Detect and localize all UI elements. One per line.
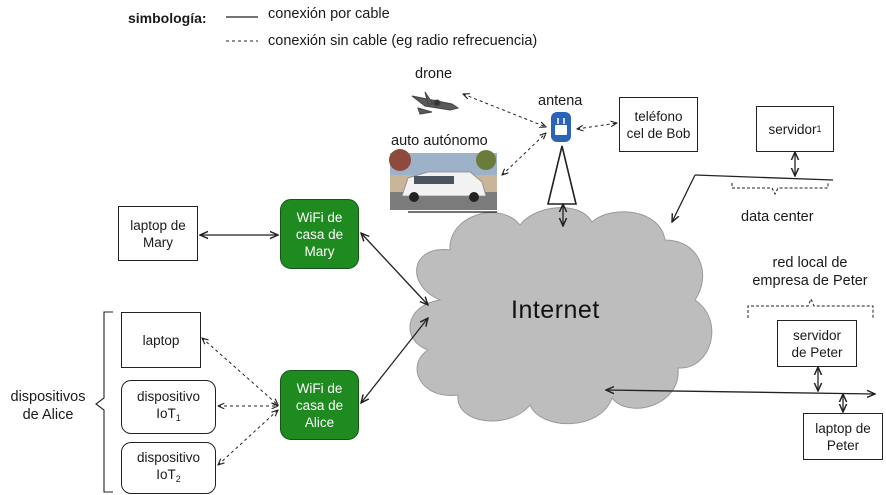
- peter-lan-brace: [747, 297, 874, 318]
- legend-wired-label: conexión por cable: [268, 6, 390, 22]
- auto-label: auto autónomo: [391, 133, 488, 149]
- link-datacenter-internet: [672, 174, 696, 222]
- telefono-bob-box[interactable]: teléfono cel de Bob: [619, 97, 698, 152]
- iot1-label: dispositivo: [136, 388, 201, 404]
- wifi-mary-box[interactable]: WiFi de casa de Mary: [280, 199, 359, 269]
- iot2-iot-text: IoT: [156, 466, 176, 482]
- link-iot2-wifi: [218, 410, 278, 465]
- iot1-subscript: 1: [175, 412, 181, 423]
- antenna-icon: [551, 112, 571, 142]
- legend-title: simbología:: [128, 10, 207, 26]
- link-wifi-alice-internet: [361, 318, 428, 403]
- iot2-sub-label: IoT2: [156, 466, 181, 488]
- antena-label: antena: [538, 93, 583, 109]
- drone-label: drone: [415, 66, 453, 82]
- drone-icon: [411, 91, 460, 115]
- link-drone-antenna: [463, 94, 546, 127]
- laptop-mary-box[interactable]: laptop de Mary: [118, 206, 198, 261]
- link-laptop-alice-wifi: [202, 338, 278, 405]
- legend-wireless-label: conexión sin cable (eg radio refrecuenci…: [268, 33, 538, 49]
- laptop-peter-box[interactable]: laptop de Peter: [803, 413, 883, 460]
- servidor1-label: servidor: [768, 121, 817, 137]
- data-center-label: data center: [741, 209, 814, 225]
- datacenter-bus: [694, 174, 834, 181]
- laptop-alice-box[interactable]: laptop: [121, 312, 201, 368]
- iot2-label: dispositivo: [136, 449, 201, 465]
- link-car-antenna: [502, 133, 546, 175]
- internet-cloud: [409, 207, 713, 425]
- dispositivos-alice-label: dispositivos de Alice: [10, 389, 86, 423]
- peter-bus: [606, 390, 875, 394]
- red-local-peter-label: red local de empresa de Peter: [752, 255, 868, 289]
- iot1-iot-text: IoT: [156, 405, 176, 421]
- internet-label: Internet: [511, 296, 600, 324]
- iot1-box[interactable]: dispositivo IoT1: [121, 380, 216, 434]
- iot2-box[interactable]: dispositivo IoT2: [121, 442, 216, 494]
- servidor-peter-box[interactable]: servidor de Peter: [777, 320, 857, 367]
- wifi-alice-box[interactable]: WiFi de casa de Alice: [280, 370, 359, 440]
- iot2-subscript: 2: [175, 473, 181, 484]
- datacenter-brace: [731, 183, 829, 196]
- servidor1-subscript: 1: [816, 123, 822, 134]
- wired-connections: [200, 152, 875, 412]
- antenna-tower: [546, 145, 578, 205]
- iot1-sub-label: IoT1: [156, 405, 181, 427]
- link-wifi-mary-internet: [361, 233, 428, 305]
- link-phone-antenna: [577, 123, 617, 129]
- alice-bracket: [95, 311, 113, 493]
- wireless-connections: [202, 94, 617, 465]
- autonomous-car-image: [389, 149, 497, 213]
